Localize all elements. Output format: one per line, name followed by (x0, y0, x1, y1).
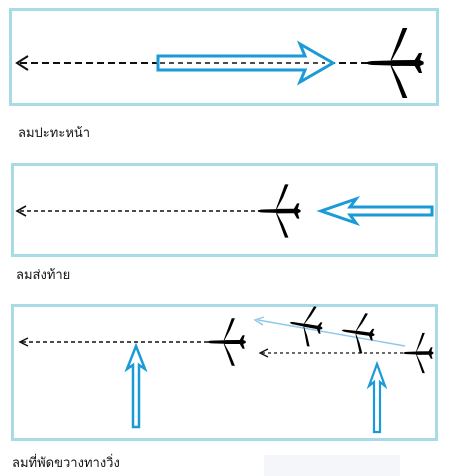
wind-arrow (366, 360, 388, 434)
flight-path-arrowhead (15, 205, 27, 217)
flight-path-arrowhead (18, 337, 29, 347)
tailwind-caption: ลมส่งท้าย (16, 268, 71, 283)
blank-box (264, 455, 400, 476)
drift-path (257, 319, 406, 347)
crosswind-panel (11, 304, 438, 441)
crosswind-caption: ลมที่พัดขวางทางวิ่ง (12, 456, 120, 471)
headwind-caption: ลมปะทะหน้า (18, 126, 91, 141)
aircraft-icon (257, 184, 301, 238)
wind-arrow (316, 196, 434, 226)
aircraft-icon (207, 318, 246, 366)
tailwind-scene (15, 184, 434, 238)
aircraft-icon (338, 310, 378, 355)
aircraft-icon (365, 28, 424, 98)
drift-arrowhead (253, 316, 265, 326)
aircraft-icon (403, 332, 434, 374)
flight-path-arrowhead (15, 55, 29, 71)
wind-arrow (124, 342, 148, 429)
headwind-scene (15, 28, 424, 98)
flight-path-arrowhead (258, 348, 269, 358)
crosswind-scene (18, 302, 434, 434)
